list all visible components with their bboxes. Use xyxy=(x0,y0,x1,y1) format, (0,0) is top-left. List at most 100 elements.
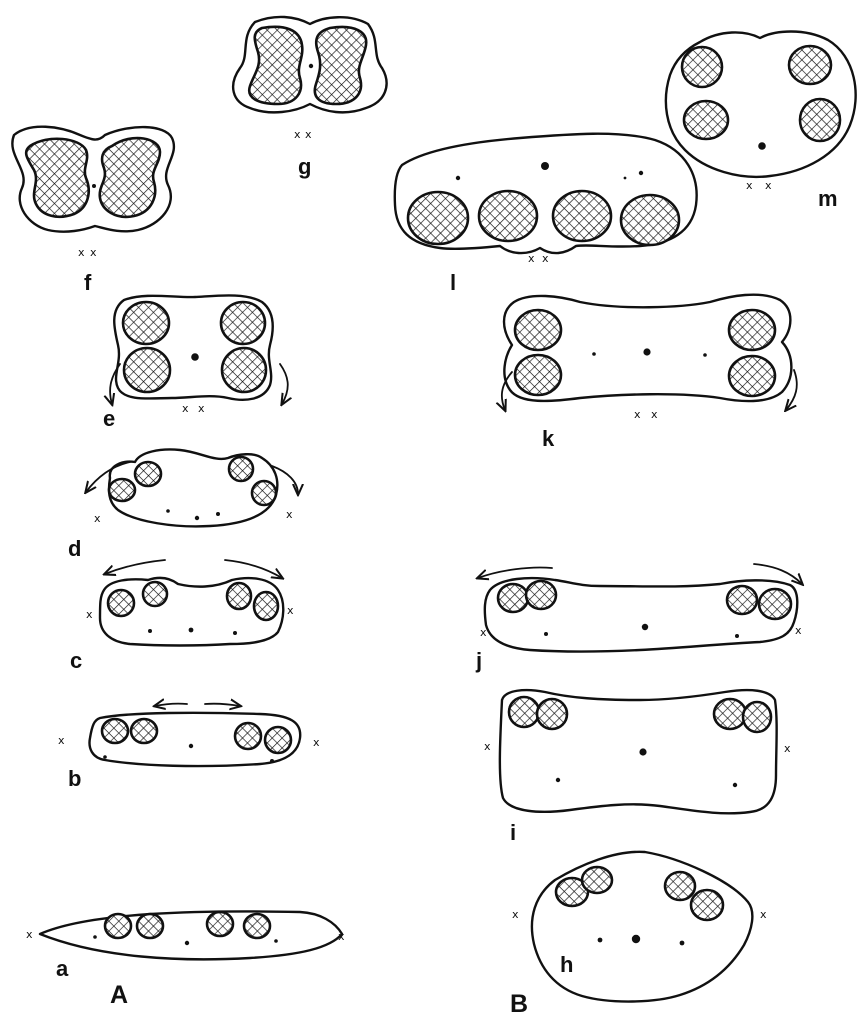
bundle-i-3 xyxy=(714,699,746,729)
bundle-b-3 xyxy=(235,723,261,749)
label-m: m xyxy=(818,186,838,211)
dot-b-2 xyxy=(189,744,193,748)
bundle-d-1 xyxy=(109,479,135,501)
dot-c-1 xyxy=(148,629,152,633)
label-i: i xyxy=(510,820,516,845)
mark-l-1: x xyxy=(528,252,535,265)
bundle-h-2 xyxy=(582,867,612,893)
dot-k-right xyxy=(703,353,707,357)
bundle-a-4 xyxy=(244,914,270,938)
mark-m-2: x xyxy=(765,179,772,192)
label-l: l xyxy=(450,270,456,295)
mark-b-2: x xyxy=(313,736,320,749)
label-d: d xyxy=(68,536,81,561)
arrow-c-left xyxy=(105,560,165,574)
mark-d-1: x xyxy=(94,512,101,525)
stage-h: x x h B xyxy=(510,852,767,1018)
label-a: a xyxy=(56,956,69,981)
bundle-f-left xyxy=(26,139,89,217)
dot-h-2 xyxy=(632,935,640,943)
mark-a-2: x xyxy=(338,930,345,943)
dot-a-1 xyxy=(93,935,97,939)
stage-l: x x l xyxy=(395,134,697,295)
label-j: j xyxy=(475,648,482,673)
label-c: c xyxy=(70,648,82,673)
bundle-k-bl xyxy=(515,355,561,395)
bundle-a-3 xyxy=(207,912,233,936)
label-h: h xyxy=(560,952,573,977)
bundle-m-tr xyxy=(789,46,831,84)
outline-h xyxy=(532,852,752,1002)
bundle-m-tl xyxy=(682,47,722,87)
bundle-c-3 xyxy=(227,583,251,609)
mark-c-2: x xyxy=(287,604,294,617)
mark-k-1: x xyxy=(634,408,641,421)
group-label-a: A xyxy=(110,981,128,1009)
dot-a-2 xyxy=(185,941,189,945)
bundle-h-4 xyxy=(691,890,723,920)
mark-i-1: x xyxy=(484,740,491,753)
bundle-d-4 xyxy=(252,481,276,505)
dot-i-1 xyxy=(556,778,560,782)
mark-m-1: x xyxy=(746,179,753,192)
bundle-l-3 xyxy=(553,191,611,241)
dot-j-2 xyxy=(642,624,648,630)
outline-a xyxy=(40,911,342,959)
label-g: g xyxy=(298,154,311,179)
bundle-d-2 xyxy=(135,462,161,486)
dot-f xyxy=(92,184,96,188)
stage-d: x x d xyxy=(68,450,298,562)
bundle-b-4 xyxy=(265,727,291,753)
stage-e: x x e xyxy=(103,295,288,431)
bundle-l-1 xyxy=(408,192,468,244)
label-k: k xyxy=(542,426,555,451)
bundle-e-br xyxy=(222,348,266,392)
arrow-j-left xyxy=(478,567,552,578)
group-label-b: B xyxy=(510,990,528,1018)
stage-a: x x a A xyxy=(26,911,345,1009)
mark-e-1: x xyxy=(182,402,189,415)
mark-a-1: x xyxy=(26,928,33,941)
mark-k-2: x xyxy=(651,408,658,421)
bundle-b-2 xyxy=(131,719,157,743)
dot-e xyxy=(191,353,199,361)
dot-i-3 xyxy=(733,783,737,787)
bundle-l-2 xyxy=(479,191,537,241)
dot-k-left xyxy=(592,352,596,356)
bundle-j-2 xyxy=(526,581,556,609)
bundle-i-4 xyxy=(743,702,771,732)
dot-l-right2 xyxy=(624,177,627,180)
bundle-k-br xyxy=(729,356,775,396)
dot-l-left xyxy=(456,176,460,180)
bundle-c-1 xyxy=(108,590,134,616)
stage-f: x x f xyxy=(12,127,174,295)
bundle-m-bl xyxy=(684,101,728,139)
bundle-i-1 xyxy=(509,697,539,727)
dot-b-3 xyxy=(270,759,274,763)
dot-h-3 xyxy=(680,941,685,946)
mark-f-2: x xyxy=(90,246,97,259)
mark-b-1: x xyxy=(58,734,65,747)
dot-d-1 xyxy=(166,509,170,513)
dot-c-2 xyxy=(189,628,194,633)
bundle-h-3 xyxy=(665,872,695,900)
bundle-e-bl xyxy=(124,348,170,392)
bundle-l-4 xyxy=(621,195,679,245)
mark-j-2: x xyxy=(795,624,802,637)
bundle-c-4 xyxy=(254,592,278,620)
bundle-g-left xyxy=(249,27,302,104)
bundle-d-3 xyxy=(229,457,253,481)
dot-j-3 xyxy=(735,634,739,638)
bundle-m-br xyxy=(800,99,840,141)
stage-k: x x k xyxy=(502,295,797,451)
dot-b-1 xyxy=(103,755,107,759)
arrow-e-right xyxy=(280,364,288,404)
dot-i-2 xyxy=(639,748,646,755)
label-b: b xyxy=(68,766,81,791)
bundle-g-right xyxy=(315,27,366,104)
bundle-k-tl xyxy=(515,310,561,350)
dot-j-1 xyxy=(544,632,548,636)
bundle-f-right xyxy=(100,138,160,217)
bundle-i-2 xyxy=(537,699,567,729)
